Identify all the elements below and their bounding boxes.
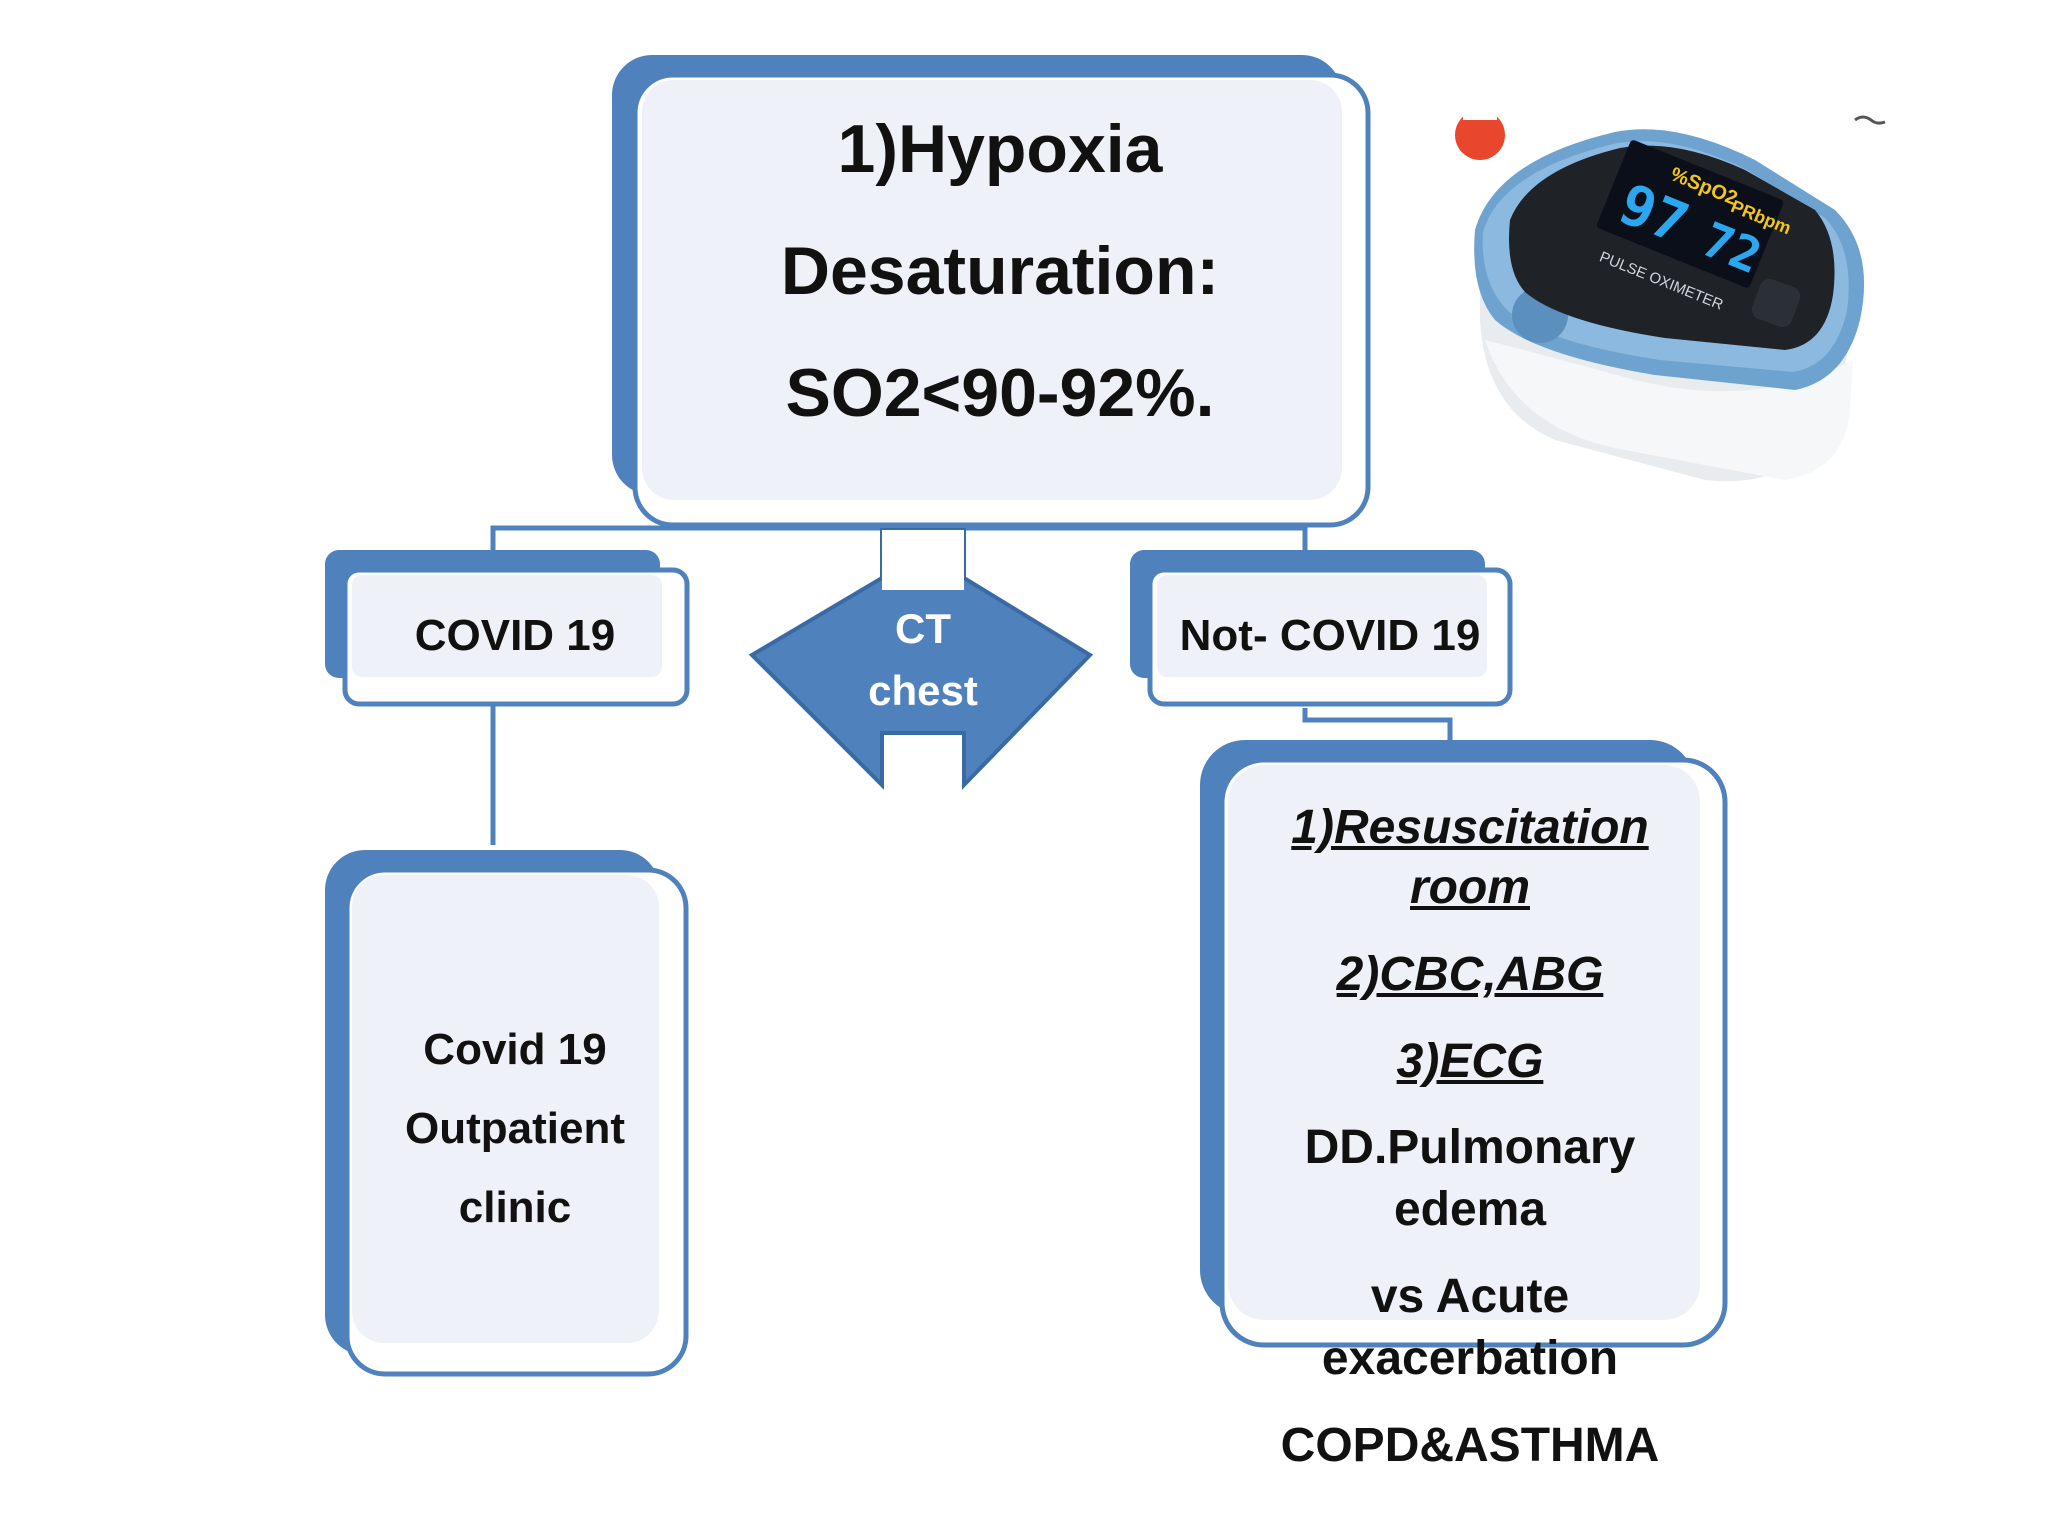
- covid19-outpatient-line1: Covid 19: [423, 1025, 607, 1074]
- dd-edema-line: edema: [1393, 1183, 1547, 1236]
- pulse-oximeter-icon: %SpO2 PRbpm 97 72 PULSE OXIMETER: [1455, 110, 1895, 500]
- covid-box-text: COVID 19: [355, 608, 675, 664]
- ecg-item: 3)ECG: [1396, 1035, 1544, 1088]
- top-box-text: 1)Hypoxia Desaturation: SO2<90-92%.: [640, 88, 1360, 454]
- outpatient-box-text: Covid 19 Outpatient clinic: [355, 1010, 675, 1247]
- covid19-outpatient-line2: Outpatient: [405, 1104, 625, 1153]
- ct-chest-text: CT chest: [840, 598, 1006, 722]
- actions-box-text: 1)Resuscitation room 2)CBC,ABG 3)ECG DD.…: [1235, 798, 1705, 1477]
- resuscitation-item-cont: room: [1410, 861, 1530, 914]
- hypoxia-heading: 1)Hypoxia: [837, 111, 1163, 187]
- dd-pulmonary-line: DD.Pulmonary: [1304, 1121, 1636, 1174]
- covid-label: COVID 19: [414, 611, 616, 660]
- ct-chest-arrow-notch: [882, 530, 964, 590]
- dd-exacerbation-line: exacerbation: [1321, 1332, 1619, 1385]
- connector-notcovid-to-actions: [1302, 708, 1453, 740]
- desaturation-label: Desaturation:: [780, 233, 1220, 309]
- ct-label: CT: [895, 605, 951, 652]
- actions-box: [1200, 740, 1728, 1348]
- not-covid-box: [1130, 550, 1513, 707]
- chest-label: chest: [868, 667, 978, 714]
- not-covid-label: Not- COVID 19: [1179, 611, 1481, 660]
- dd-acute-line: vs Acute: [1370, 1270, 1570, 1323]
- not-covid-box-text: Not- COVID 19: [1155, 608, 1505, 664]
- dd-copd-asthma-line: COPD&ASTHMA: [1280, 1419, 1660, 1472]
- connector-top-to-notcovid: [980, 525, 1308, 560]
- saturation-threshold: SO2<90-92%.: [785, 355, 1215, 431]
- resuscitation-item: 1)Resuscitation: [1291, 801, 1649, 854]
- covid-box: [325, 550, 690, 707]
- top-box: [612, 55, 1371, 528]
- covid19-outpatient-line3: clinic: [458, 1183, 572, 1232]
- outpatient-box: [325, 850, 689, 1377]
- cbc-abg-item: 2)CBC,ABG: [1336, 948, 1604, 1001]
